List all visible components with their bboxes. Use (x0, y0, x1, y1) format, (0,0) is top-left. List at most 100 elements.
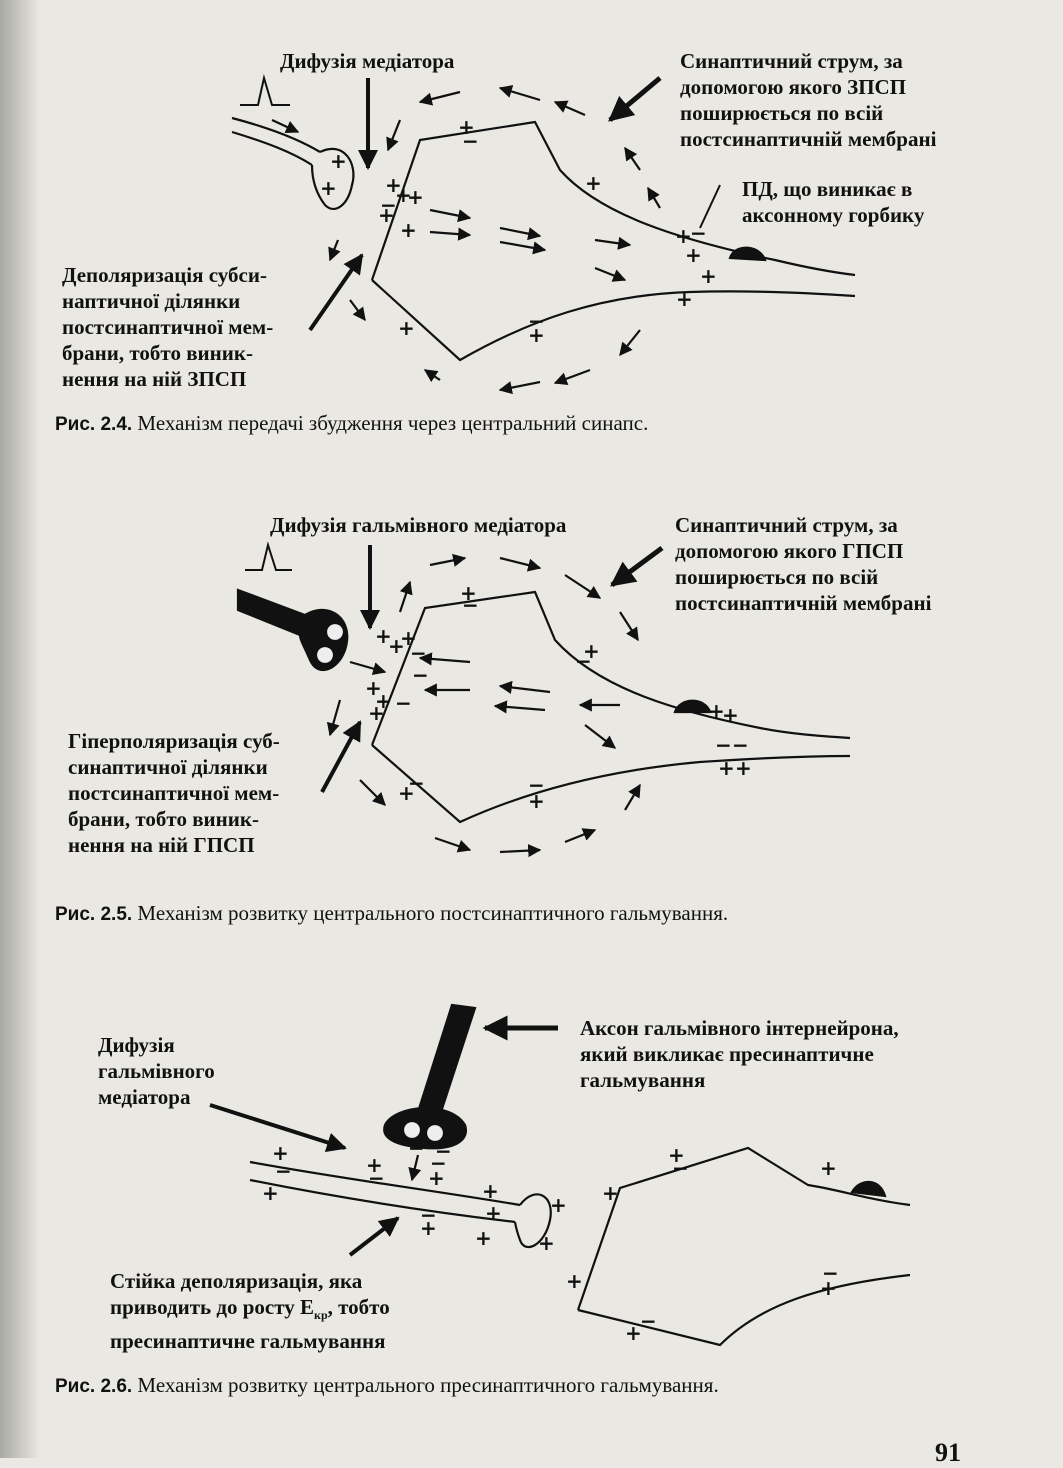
fig-2-4-drawing (231, 74, 856, 395)
svg-text:+: + (420, 1216, 437, 1240)
svg-text:+: + (585, 171, 602, 195)
ap-spike-icon (240, 74, 290, 106)
svg-text:+: + (398, 316, 415, 340)
svg-text:+: + (398, 781, 415, 805)
fig-2-6-axon-label: Аксон гальмівного інтернейрона, який вик… (580, 1016, 899, 1092)
fig-2-6-drawing (209, 1003, 911, 1347)
binding-shadow (0, 0, 40, 1458)
label-subscript: кр (314, 1308, 328, 1323)
caption-number: Рис. 2.4. (55, 414, 133, 435)
caption-number: Рис. 2.6. (55, 1376, 133, 1397)
svg-text:−: − (640, 1309, 657, 1333)
fig-2-5-charges: +++ +++ ++ ++ ++ ++ −−− −− −− −− (365, 581, 752, 813)
svg-text:+: + (528, 789, 545, 813)
svg-text:+: + (407, 185, 424, 209)
svg-text:+: + (583, 639, 600, 663)
svg-text:+: + (460, 581, 477, 605)
svg-text:−: − (430, 1151, 447, 1175)
svg-text:+: + (625, 1321, 642, 1345)
fig-2-4-current-label: Синаптичний струм, за допомогою якого ЗП… (680, 49, 937, 151)
svg-text:−: − (690, 221, 707, 245)
svg-text:+: + (820, 1276, 837, 1300)
svg-text:+: + (330, 149, 347, 173)
svg-text:+: + (528, 323, 545, 347)
svg-text:+: + (385, 173, 402, 197)
postsynaptic-neuron-upper (370, 120, 856, 281)
ap-spike-icon (245, 541, 292, 571)
fig-2-4-ap-label: ПД, що виникає в аксонному горбику (742, 177, 925, 227)
svg-text:−: − (410, 641, 427, 665)
svg-text:+: + (375, 624, 392, 648)
svg-text:−: − (732, 733, 749, 757)
svg-text:−: − (528, 773, 545, 797)
label-part: Стійка деполяризація, яка приводить до р… (110, 1269, 363, 1319)
svg-text:−: − (672, 1156, 689, 1180)
svg-text:+: + (538, 1231, 555, 1255)
svg-text:+: + (718, 756, 735, 780)
svg-text:+: + (388, 634, 405, 658)
svg-text:+: + (378, 203, 395, 227)
fig-2-4-depolarization-label: Деполяризація субси- наптичної ділянки п… (62, 263, 274, 391)
presynaptic-terminal (310, 147, 355, 210)
svg-text:+: + (700, 264, 717, 288)
svg-text:+: + (272, 1141, 289, 1165)
svg-text:+: + (458, 115, 475, 139)
svg-text:+: + (320, 176, 337, 200)
svg-text:−: − (368, 1166, 385, 1190)
caption-text: Механізм розвитку центрального пресинапт… (137, 1373, 719, 1397)
svg-text:+: + (368, 701, 385, 725)
fig-2-6-stable-depolarization-label: Стійка деполяризація, яка приводить до р… (110, 1268, 390, 1354)
svg-text:+: + (722, 703, 739, 727)
fig-2-5-current-label: Синаптичний струм, за допомогою якого ГП… (675, 513, 932, 615)
svg-text:−: − (408, 771, 425, 795)
svg-text:+: + (675, 224, 692, 248)
svg-text:+: + (566, 1269, 583, 1293)
svg-text:−: − (395, 691, 412, 715)
svg-text:+: + (395, 183, 412, 207)
svg-text:+: + (550, 1193, 567, 1217)
svg-text:+: + (820, 1156, 837, 1180)
fig-2-5-diffusion-label: Дифузія гальмівного медіатора (270, 513, 567, 537)
fig-2-6-diffusion-label: Дифузія гальмівного медіатора (98, 1033, 215, 1109)
svg-text:+: + (428, 1166, 445, 1190)
page-number: 91 (935, 1438, 961, 1467)
svg-text:+: + (485, 1201, 502, 1225)
svg-text:+: + (676, 287, 693, 311)
fig-2-4-charges: ++ +++ ++ ++ +++ +++ −−−− (320, 115, 717, 347)
svg-text:−: − (412, 663, 429, 687)
svg-text:+: + (708, 699, 725, 723)
svg-text:−: − (435, 1139, 452, 1163)
fig-2-5-caption: Рис. 2.5. Механізм розвитку центрального… (55, 900, 728, 928)
svg-text:−: − (380, 193, 397, 217)
svg-text:+: + (366, 1153, 383, 1177)
fig-2-6-caption: Рис. 2.6. Механізм розвитку центрального… (55, 1372, 719, 1400)
caption-text: Механізм розвитку центрального постсинап… (137, 901, 729, 925)
fig-2-5-hyperpolarization-label: Гіперполяризація суб- синаптичної ділянк… (68, 729, 280, 857)
svg-text:+: + (365, 676, 382, 700)
postsynaptic-neuron-lower (371, 279, 856, 362)
fig-2-4-caption: Рис. 2.4. Механізм передачі збудження че… (55, 410, 648, 438)
svg-text:+: + (475, 1226, 492, 1250)
caption-number: Рис. 2.5. (55, 904, 133, 925)
svg-text:+: + (400, 626, 417, 650)
interneuron-terminal (383, 1106, 468, 1150)
svg-text:+: + (262, 1181, 279, 1205)
caption-text: Механізм передачі збудження через центра… (137, 411, 649, 435)
svg-text:+: + (375, 689, 392, 713)
fig-2-4-diffusion-label: Дифузія медіатора (280, 49, 455, 73)
svg-text:−: − (462, 129, 479, 153)
svg-text:+: + (668, 1143, 685, 1167)
svg-text:−: − (462, 593, 479, 617)
label-part: , тобто пресинаптичне гальмування (110, 1295, 390, 1354)
svg-text:+: + (400, 218, 417, 242)
svg-text:−: − (528, 309, 545, 333)
svg-text:−: − (822, 1261, 839, 1285)
svg-text:+: + (602, 1181, 619, 1205)
fig-2-5-drawing (236, 541, 851, 858)
fig-2-6-charges: ++ ++ +++ +++ +++ +++ −−− −− −−−− (262, 1136, 839, 1345)
svg-text:+: + (735, 756, 752, 780)
svg-text:−: − (408, 1136, 425, 1160)
svg-text:−: − (575, 649, 592, 673)
